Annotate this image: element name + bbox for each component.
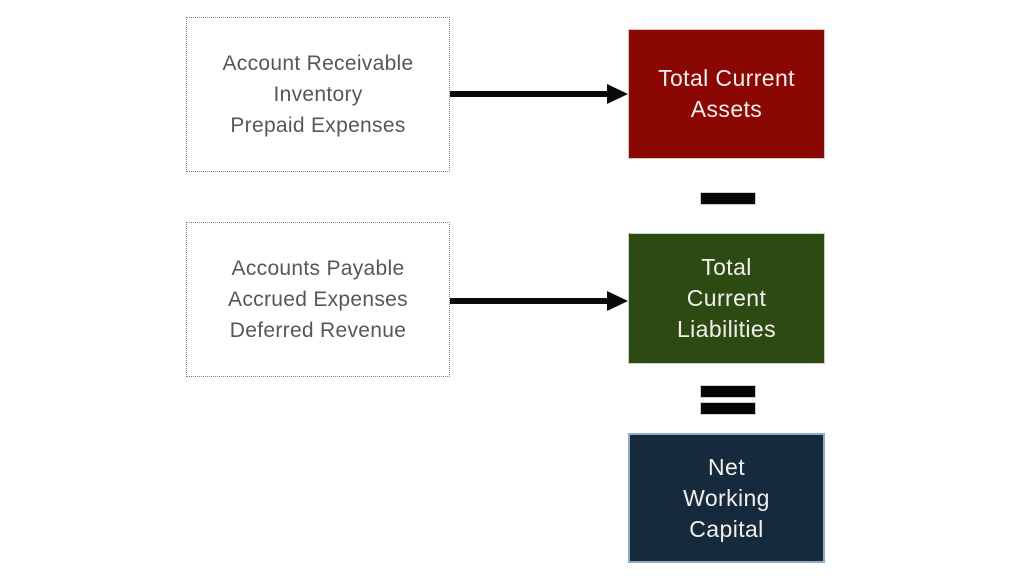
result-line: Total <box>701 254 752 280</box>
result-line: Liabilities <box>676 316 776 342</box>
total-current-liabilities-box: Total Current Liabilities <box>628 233 825 364</box>
component-line: Accrued Expenses <box>228 288 408 311</box>
result-line: Capital <box>689 515 764 542</box>
result-line: Assets <box>690 96 763 122</box>
component-line: Prepaid Expenses <box>230 114 406 137</box>
component-line: Inventory <box>273 83 363 106</box>
component-line: Accounts Payable <box>231 257 405 280</box>
arrow-head <box>607 84 628 104</box>
minus-icon <box>700 192 756 205</box>
arrow-head <box>607 291 628 311</box>
current-liabilities-components-box: Accounts Payable Accrued Expenses Deferr… <box>186 222 450 377</box>
arrow-right-icon <box>450 291 628 311</box>
equals-icon <box>700 402 756 415</box>
current-assets-components-box: Account Receivable Inventory Prepaid Exp… <box>186 17 450 172</box>
equals-icon <box>700 385 756 398</box>
net-working-capital-box: Net Working Capital <box>628 433 825 563</box>
total-current-assets-box: Total Current Assets <box>628 29 825 159</box>
result-line: Current <box>686 285 767 311</box>
result-line: Total Current <box>658 65 795 91</box>
component-line: Account Receivable <box>222 52 414 75</box>
arrow-shaft <box>450 298 607 304</box>
result-line: Working <box>683 484 770 511</box>
arrow-right-icon <box>450 84 628 104</box>
component-line: Deferred Revenue <box>229 319 407 342</box>
result-line: Net <box>708 453 745 480</box>
arrow-shaft <box>450 91 607 97</box>
